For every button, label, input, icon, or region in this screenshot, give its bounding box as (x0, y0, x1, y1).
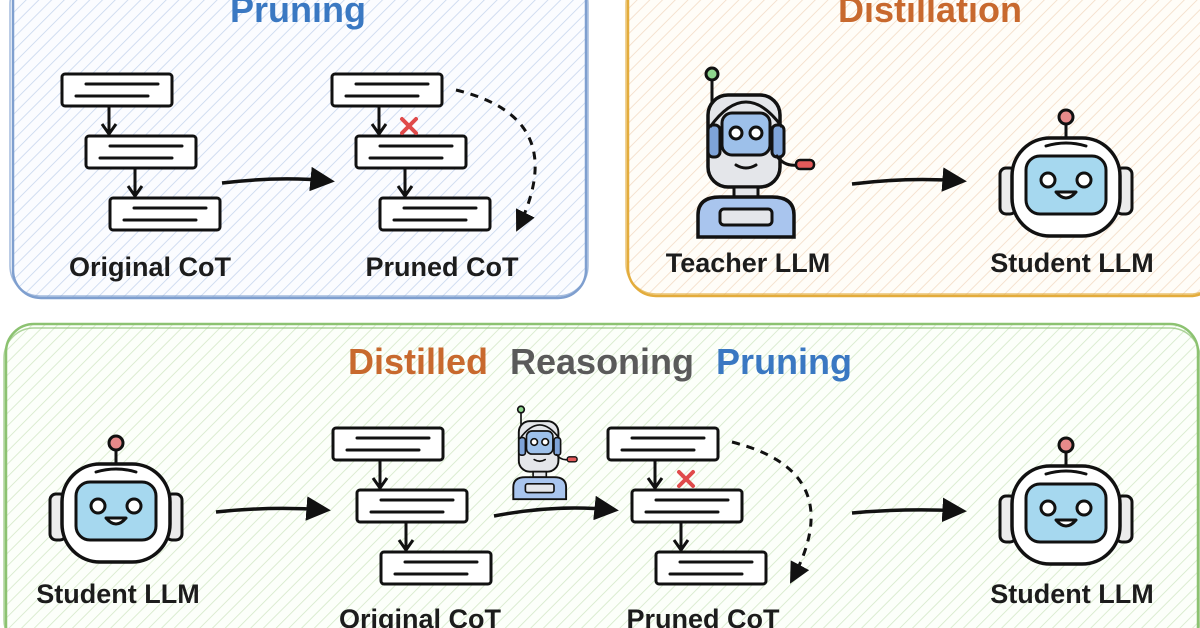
drp-title-reasoning: Reasoning (510, 341, 694, 382)
distillation-teacher-caption: Teacher LLM (666, 248, 831, 278)
drp-original-caption: Original CoT (339, 604, 502, 628)
drp-student-in-caption: Student LLM (36, 579, 199, 609)
drp-arrow-1-icon (215, 496, 331, 521)
distillation-panel: Distillation Teacher LLM Student LLM (625, 0, 1200, 298)
distillation-title: Distillation (838, 0, 1022, 30)
distillation-student-caption: Student LLM (990, 248, 1153, 278)
pruning-panel: Pruning Original CoT Pruned CoT (9, 0, 589, 300)
pruning-pruned-caption: Pruned CoT (366, 252, 520, 282)
distillation-arrow-icon (851, 167, 967, 192)
drp-pruned-caption: Pruned CoT (627, 604, 781, 628)
pruning-title: Pruning (230, 0, 366, 30)
drp-skip-dashed-arrow-icon (731, 440, 813, 584)
drp-arrow-2-icon (493, 495, 619, 521)
drp-student-out-caption: Student LLM (990, 579, 1153, 609)
drp-title-distilled: Distilled (348, 341, 488, 382)
drp-title: Distilled Reasoning Pruning (348, 341, 852, 382)
drp-panel: Distilled Reasoning Pruning Student LLM … (3, 322, 1200, 628)
skip-dashed-arrow-icon (455, 88, 537, 232)
pruning-arrow-icon (221, 166, 335, 192)
pruning-original-caption: Original CoT (69, 252, 232, 282)
drp-title-pruning: Pruning (716, 341, 852, 382)
drp-arrow-3-icon (851, 497, 967, 523)
